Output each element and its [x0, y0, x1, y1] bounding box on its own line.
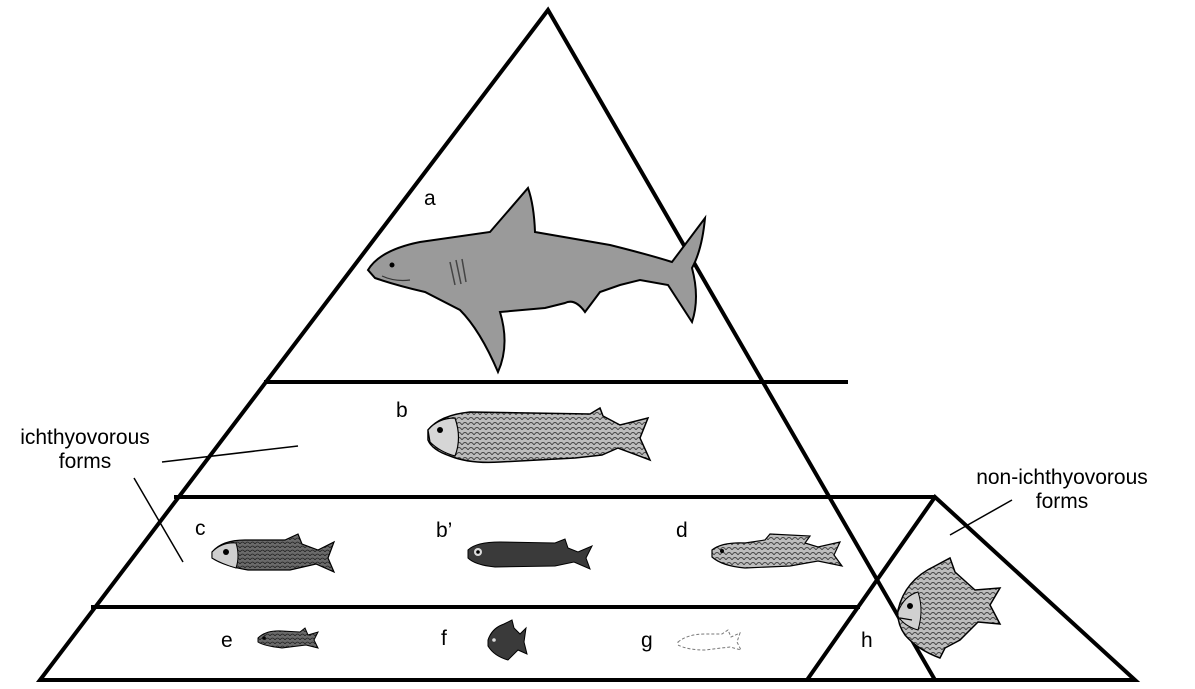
label-g: g — [641, 629, 653, 653]
shark-illustration — [368, 188, 705, 372]
caption-non-ichthyovorous-line2: forms — [962, 490, 1162, 514]
label-b-prime: b’ — [436, 519, 452, 543]
fish-b-prime-illustration — [468, 539, 592, 569]
fish-e-illustration — [258, 628, 318, 648]
fish-f-illustration — [488, 620, 527, 660]
label-h: h — [861, 629, 873, 653]
fish-c-illustration — [212, 534, 334, 572]
caption-non-ichthyovorous-line1: non-ichthyovorous — [962, 466, 1162, 490]
caption-ichthyovorous: ichthyovorous forms — [10, 426, 160, 474]
label-c: c — [195, 517, 206, 541]
fish-g-illustration — [678, 630, 741, 650]
fish-h-illustration — [898, 558, 1000, 658]
caption-ichthyovorous-line2: forms — [10, 450, 160, 474]
fish-b-illustration — [428, 408, 650, 462]
fish-d-illustration — [712, 534, 842, 568]
label-b: b — [396, 399, 408, 423]
label-d: d — [676, 519, 688, 543]
caption-non-ichthyovorous: non-ichthyovorous forms — [962, 466, 1162, 514]
caption-ichthyovorous-line1: ichthyovorous — [10, 426, 160, 450]
label-f: f — [441, 627, 447, 651]
label-a: a — [424, 187, 436, 211]
pointer-line-ichthyovorous-1 — [162, 446, 298, 462]
label-e: e — [221, 629, 233, 653]
